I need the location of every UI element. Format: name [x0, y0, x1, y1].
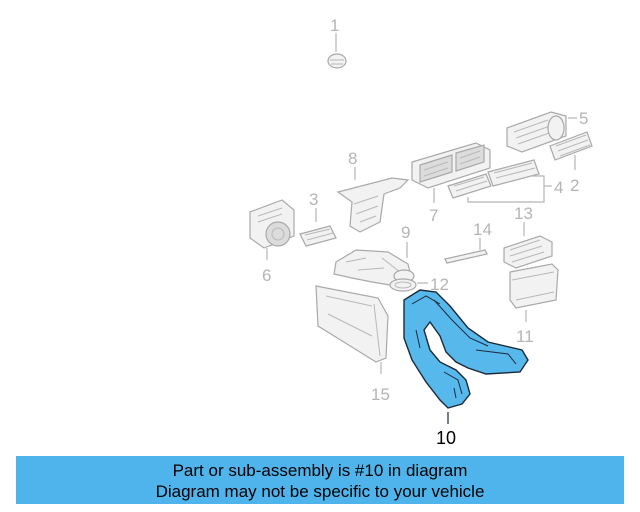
part-8: [336, 167, 410, 233]
part-2: [549, 131, 593, 170]
part-15: [315, 285, 389, 374]
callout-14: 14: [473, 220, 492, 239]
callout-11: 11: [516, 327, 534, 346]
callout-9: 9: [401, 223, 410, 242]
part-6: [249, 199, 295, 260]
parts-diagram: 1 5 2 7 4 8: [249, 16, 593, 448]
part-7: [411, 142, 491, 203]
callout-7: 7: [429, 206, 438, 225]
callout-12: 12: [430, 275, 449, 294]
part-5: [506, 111, 577, 153]
callout-8: 8: [348, 149, 357, 168]
part-13: [503, 222, 553, 269]
part-14: [444, 238, 488, 264]
callout-2: 2: [570, 176, 579, 195]
callout-13: 13: [514, 204, 533, 223]
callout-6: 6: [262, 266, 271, 285]
callout-1: 1: [330, 16, 339, 35]
part-3: [299, 208, 337, 247]
callout-10: 10: [436, 428, 456, 448]
callout-3: 3: [309, 190, 318, 209]
part-1: [327, 33, 347, 69]
part-12: [389, 278, 428, 292]
callout-4: 4: [554, 178, 563, 197]
callout-5: 5: [579, 109, 588, 128]
part-11: [509, 263, 559, 322]
part-4: [447, 159, 552, 203]
banner-line-1: Part or sub-assembly is #10 in diagram: [172, 461, 468, 480]
banner-line-2: Diagram may not be specific to your vehi…: [155, 482, 485, 501]
part-10-highlighted[interactable]: [403, 289, 529, 409]
callout-15: 15: [371, 385, 390, 404]
info-banner: Part or sub-assembly is #10 in diagram D…: [16, 456, 624, 504]
